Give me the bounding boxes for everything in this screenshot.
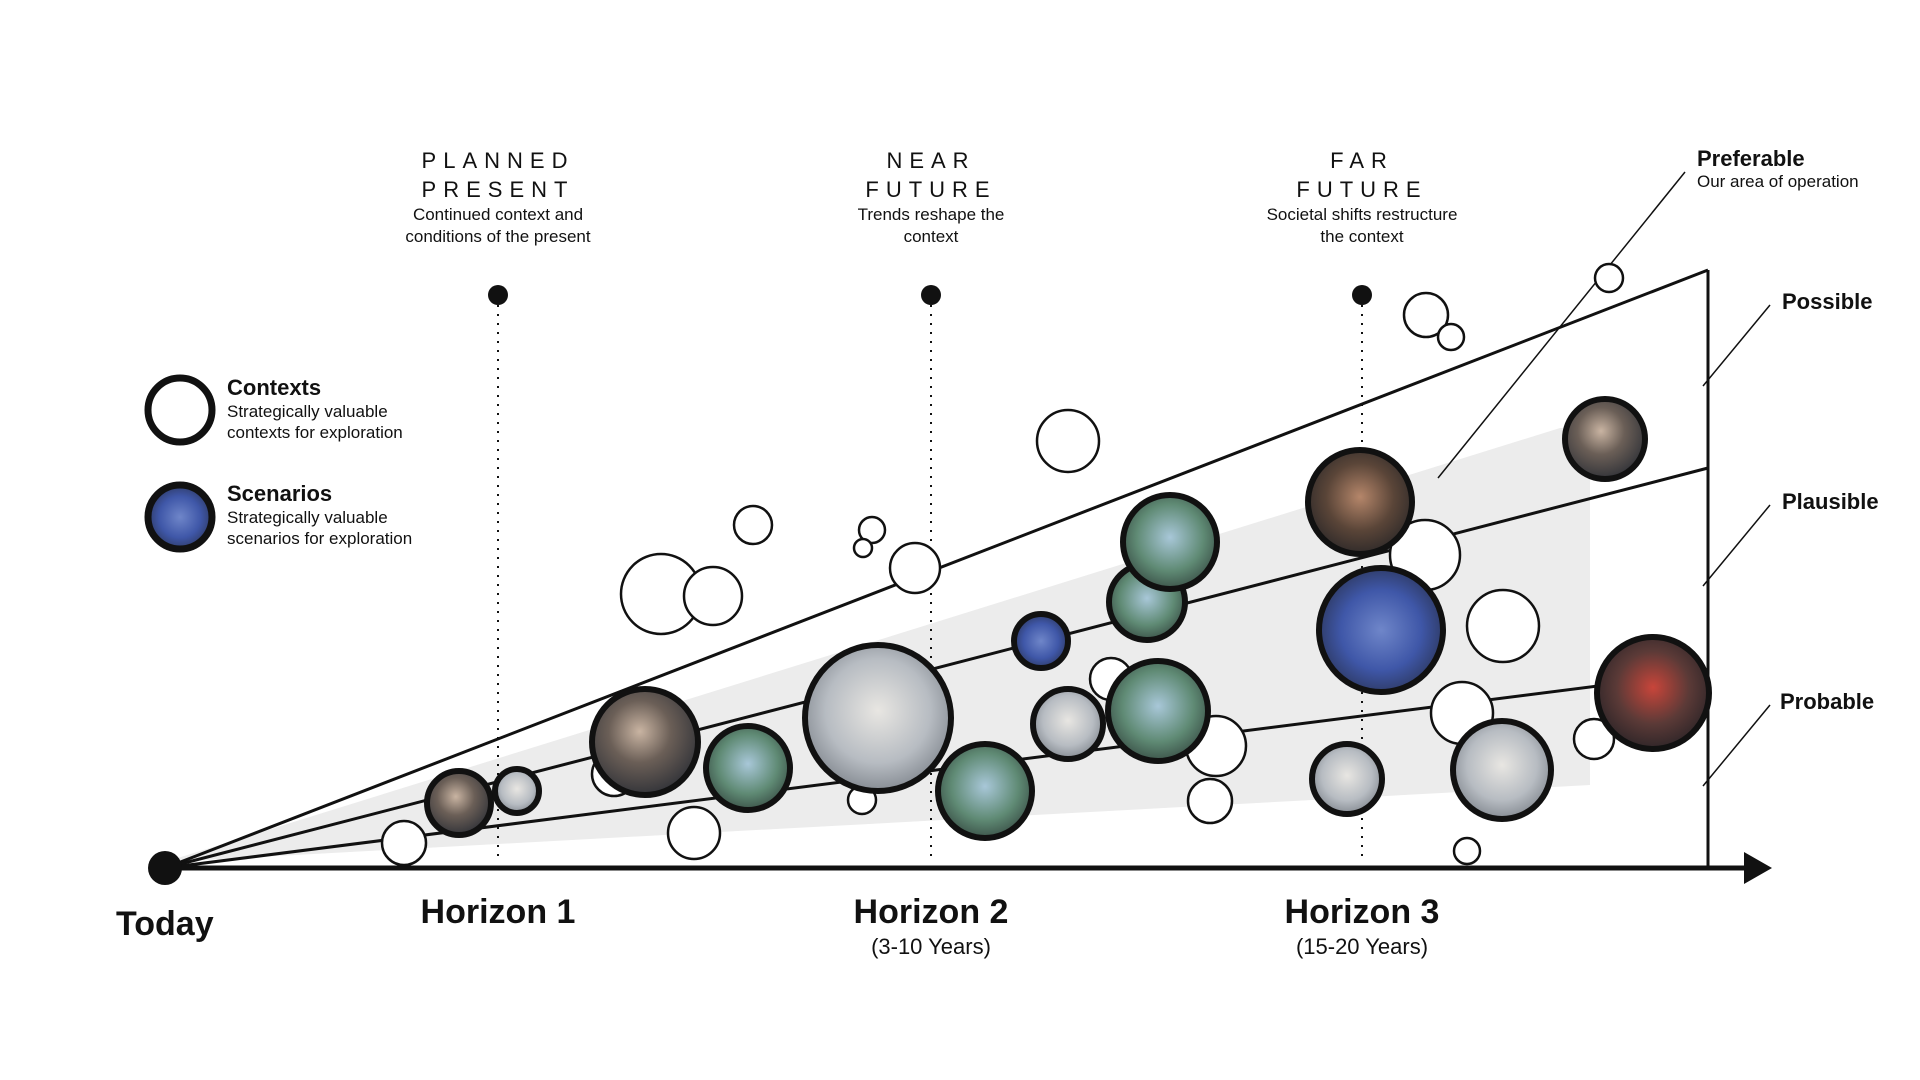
near-future-description: Trends reshape the context	[751, 204, 1111, 248]
description-line: the context	[1320, 227, 1404, 246]
legend-scenarios: Scenarios Strategically valuable scenari…	[227, 481, 457, 549]
scenario-circle	[1562, 396, 1648, 482]
scenario-circle	[1120, 492, 1220, 592]
legend-desc-line: scenarios for exploration	[227, 529, 413, 548]
scenario-circle	[1450, 718, 1554, 822]
context-circle	[1452, 836, 1482, 866]
preferable-sublabel: Our area of operation	[1697, 172, 1859, 191]
scenario-circles	[424, 396, 1712, 841]
legend-context-symbol	[144, 374, 216, 446]
scenario-circle	[1309, 741, 1385, 817]
horizon-3-years: (15-20 Years)	[1295, 934, 1429, 959]
scenario-circle	[1105, 658, 1211, 764]
horizon-2-years: (3-10 Years)	[871, 934, 991, 959]
scenario-circle	[1011, 611, 1071, 671]
description-line: context	[903, 227, 959, 246]
planned-present-heading: PLANNED PRESENT	[318, 146, 678, 204]
far-future-description: Societal shifts restructure the context	[1182, 204, 1542, 248]
context-circle	[852, 537, 874, 559]
heading-line: PLANNED	[421, 148, 575, 173]
scenario-circle	[935, 741, 1035, 841]
heading-line: FUTURE	[1296, 177, 1428, 202]
heading-line: NEAR	[886, 148, 976, 173]
horizon-markers	[488, 285, 1372, 305]
context-circle	[1402, 291, 1450, 339]
heading-line: PRESENT	[421, 177, 575, 202]
context-circle	[1593, 262, 1625, 294]
preferable-label: Preferable	[1697, 146, 1805, 171]
legend-scenario-symbol	[144, 481, 216, 553]
context-circle	[682, 565, 744, 627]
context-circle	[666, 805, 722, 861]
legend-scenarios-desc: Strategically valuable scenarios for exp…	[227, 507, 457, 549]
legend-contexts-title: Contexts	[227, 375, 322, 400]
scenario-circle	[492, 766, 542, 816]
possible-label: Possible	[1782, 289, 1873, 314]
leader-lines	[1437, 171, 1771, 787]
context-circle	[1465, 588, 1541, 664]
time-axis	[148, 851, 1772, 885]
near-future-heading: NEAR FUTURE	[751, 146, 1111, 204]
scenario-circle	[1030, 686, 1106, 762]
legend-desc-line: Strategically valuable	[227, 508, 388, 527]
scenario-circle	[1316, 565, 1446, 695]
preferable-label-group: Preferable Our area of operation	[1697, 146, 1859, 192]
context-circle	[857, 515, 887, 545]
scenario-circle	[1594, 634, 1712, 752]
context-circle	[1436, 322, 1466, 352]
heading-line: FAR	[1330, 148, 1394, 173]
today-label: Today	[116, 905, 214, 943]
horizon-1-label: Horizon 1	[420, 893, 576, 931]
heading-line: FUTURE	[865, 177, 997, 202]
context-circle	[380, 819, 428, 867]
context-circle	[732, 504, 774, 546]
scenario-circle	[1305, 447, 1415, 557]
scenario-circle	[703, 723, 793, 813]
description-line: Continued context and	[412, 205, 584, 224]
legend-desc-line: contexts for exploration	[227, 423, 403, 442]
legend-contexts: Contexts Strategically valuable contexts…	[227, 375, 457, 443]
description-line: Societal shifts restructure	[1266, 205, 1458, 224]
horizon-3-label: Horizon 3	[1284, 893, 1440, 931]
legend-desc-line: Strategically valuable	[227, 402, 388, 421]
scenario-circle	[589, 686, 701, 798]
plausible-label: Plausible	[1782, 489, 1879, 514]
far-future-heading: FAR FUTURE	[1182, 146, 1542, 204]
description-line: conditions of the present	[405, 227, 591, 246]
scenario-circle	[802, 642, 954, 794]
scenario-circle	[424, 768, 494, 838]
context-circle	[1572, 717, 1616, 761]
horizon-2-label: Horizon 2	[853, 893, 1009, 931]
legend-contexts-desc: Strategically valuable contexts for expl…	[227, 401, 457, 443]
legend-scenarios-title: Scenarios	[227, 481, 333, 506]
context-circle	[1035, 408, 1101, 474]
context-circle	[888, 541, 942, 595]
probable-label: Probable	[1780, 689, 1875, 714]
description-line: Trends reshape the	[857, 205, 1005, 224]
planned-present-description: Continued context and conditions of the …	[318, 204, 678, 248]
context-circle	[1186, 777, 1234, 825]
